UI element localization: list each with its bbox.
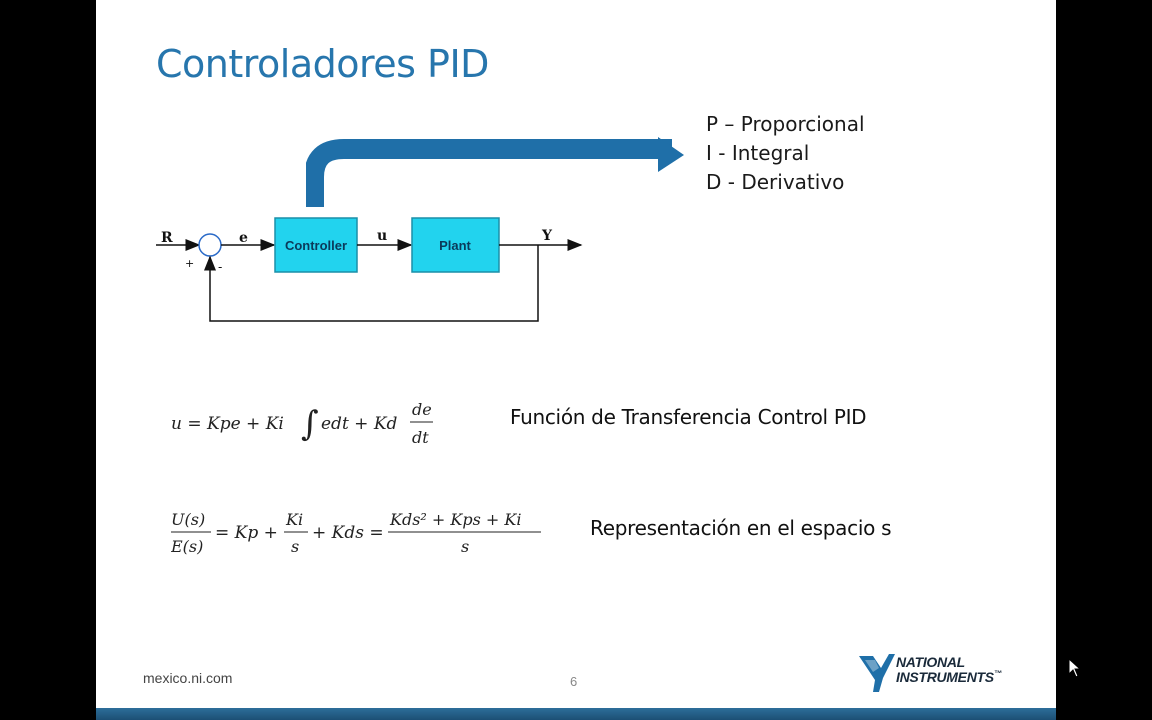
feedback-line <box>204 245 539 322</box>
pid-letter: P <box>706 112 719 136</box>
formula-2-svg: U(s) E(s) = Kp + Ki s + Kds = Kds² + Kps… <box>170 510 541 556</box>
footer-url: mexico.ni.com <box>143 670 233 686</box>
ni-eagle-icon <box>859 654 895 692</box>
presentation-slide: Controladores PID P – Proporcional I - I… <box>96 0 1056 720</box>
minus-sign: - <box>218 260 222 274</box>
formula-2-frac-den: s <box>291 537 299 556</box>
formula-1-svg: u = Kpe + Ki ∫ edt + Kd de dt <box>171 400 433 447</box>
slide-title: Controladores PID <box>156 42 489 86</box>
logo-line-1: NATIONAL <box>896 654 965 670</box>
logo-trademark: ™ <box>993 669 1002 678</box>
pid-term-i: I - Integral <box>706 139 865 168</box>
pid-separator: - <box>721 170 742 194</box>
caption-transfer-function: Función de Transferencia Control PID <box>510 405 867 429</box>
summing-junction <box>198 233 222 257</box>
formula-1-lhs: u = Kpe + Ki <box>171 414 284 434</box>
plant-label: Plant <box>439 238 471 253</box>
pid-word: Integral <box>731 141 810 165</box>
formula-2-rhs-num: Kds² + Kps + Ki <box>389 510 521 529</box>
pid-time-domain-formula: u = Kpe + Ki ∫ edt + Kd de dt <box>171 395 471 460</box>
integral-sign: ∫ <box>301 404 319 444</box>
pid-word: Derivativo <box>741 170 845 194</box>
controller-label: Controller <box>285 238 347 253</box>
pid-term-p: P – Proporcional <box>706 110 865 139</box>
formula-2-mid-1: = Kp + <box>215 523 278 543</box>
pid-letter: I <box>706 141 712 165</box>
formula-2-rhs-den: s <box>461 537 469 556</box>
slide-footer-bar <box>96 708 1056 720</box>
pid-pointer-arrow-icon <box>306 137 684 207</box>
formula-2-frac-num: Ki <box>285 510 303 529</box>
pid-word: Proporcional <box>740 112 865 136</box>
control-signal-label: u <box>377 228 387 244</box>
logo-line-2: INSTRUMENTS™ <box>896 669 1002 685</box>
error-label: e <box>239 230 248 246</box>
formula-2-lhs-den: E(s) <box>171 537 203 556</box>
pid-laplace-formula: U(s) E(s) = Kp + Ki s + Kds = Kds² + Kps… <box>170 505 571 570</box>
formula-1-deriv-num: de <box>412 400 432 419</box>
controller-block <box>274 217 358 273</box>
pid-term-d: D - Derivativo <box>706 168 865 197</box>
caption-s-domain: Representación en el espacio s <box>590 516 892 540</box>
pid-terms-list: P – Proporcional I - Integral D - Deriva… <box>706 110 865 197</box>
formula-1-deriv-den: dt <box>412 428 429 447</box>
formula-2-lhs-num: U(s) <box>171 510 205 529</box>
pid-separator: – <box>718 112 741 136</box>
page-number: 6 <box>570 674 578 689</box>
output-label: Y <box>541 228 553 244</box>
pid-letter: D <box>706 170 722 194</box>
plant-block <box>411 217 500 273</box>
plus-sign: + <box>185 257 194 270</box>
formula-2-mid-2: + Kds = <box>312 523 384 543</box>
pid-separator: - <box>711 141 732 165</box>
formula-1-integrand: edt + Kd <box>321 414 398 434</box>
mouse-pointer-icon <box>1068 658 1082 678</box>
input-label: R <box>161 230 173 246</box>
feedback-block-diagram: R + - e Controller u Plant Y <box>156 217 583 322</box>
logo-line-2-text: INSTRUMENTS <box>896 669 994 685</box>
